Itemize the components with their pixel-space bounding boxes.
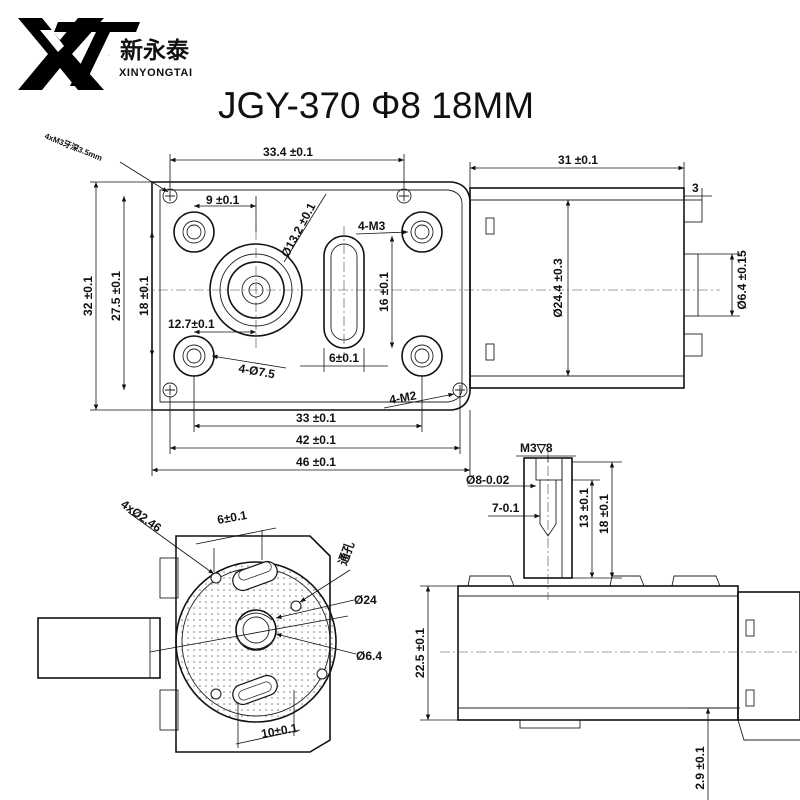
dim-slot-width: 6±0.1 <box>329 351 359 365</box>
dim-back-center-dia: Ø6.4 <box>356 649 382 663</box>
brand-name-cn: 新永泰 <box>120 37 190 63</box>
dim-back-slot-length: 10±0.1 <box>260 721 299 741</box>
dim-width-46: 46 ±0.1 <box>296 455 336 469</box>
front-view: 33.4 ±0.1 4xM3牙深3.5mm 9 ±0.1 Ø13.2 ±0.1 … <box>43 131 749 476</box>
dim-width-33: 33 ±0.1 <box>296 411 336 425</box>
brand-logo: XYT 新永泰 XINYONGTAI <box>18 18 193 90</box>
dim-hole-dia: 4-Ø7.5 <box>237 361 276 381</box>
dim-side-height: 22.5 ±0.1 <box>413 628 427 678</box>
dim-width-42: 42 ±0.1 <box>296 433 336 447</box>
dim-shaft-dia: Ø13.2 ±0.1 <box>278 200 318 259</box>
note-thread-depth: 4xM3牙深3.5mm <box>43 131 104 163</box>
dim-back-plate-dia: Ø24 <box>354 593 377 607</box>
dim-height-total: 32 ±0.1 <box>81 276 95 316</box>
logo-text: XYT <box>108 55 110 57</box>
dim-motor-dia: Ø24.4 ±0.3 <box>551 258 565 318</box>
dim-height-mid: 27.5 ±0.1 <box>109 271 123 321</box>
dim-top-width: 33.4 ±0.1 <box>263 145 313 159</box>
dim-flat-depth: 7-0.1 <box>492 501 520 515</box>
dim-shaft-18: 18 ±0.1 <box>597 494 611 534</box>
dim-boss-dia: Ø6.4 ±0.15 <box>735 250 749 310</box>
dim-back-slot-width: 6±0.1 <box>216 508 248 527</box>
dim-slot-length: 16 ±0.1 <box>377 272 391 312</box>
back-view: 4xØ2.46 6±0.1 通孔 Ø24 Ø6.4 10±0.1 <box>37 497 382 753</box>
dim-flat-width: Ø8-0.02 <box>466 473 510 487</box>
dim-height-inner: 18 ±0.1 <box>137 276 151 316</box>
side-view: M3▽8 Ø8-0.02 7-0.1 13 ±0.1 18 ±0.1 22.5 … <box>413 441 800 800</box>
brand-name-en: XINYONGTAI <box>119 67 193 79</box>
dim-back-holes: 4xØ2.46 <box>118 497 164 535</box>
dim-bottom-gap: 2.9 ±0.1 <box>693 746 707 790</box>
page-title: JGY-370 Φ8 18MM <box>218 85 534 126</box>
dim-hole-left-offset: 12.7±0.1 <box>168 317 215 331</box>
logo-mark: XYT <box>18 18 140 90</box>
dim-shaft-13: 13 ±0.1 <box>577 488 591 528</box>
dim-shaft-thread: M3▽8 <box>520 441 553 455</box>
label-4-m3: 4-M3 <box>358 219 386 233</box>
dim-hole-offset: 9 ±0.1 <box>206 193 240 207</box>
dim-motor-length: 31 ±0.1 <box>558 153 598 167</box>
label-4-m2: 4-M2 <box>388 388 418 407</box>
label-through-hole: 通孔 <box>335 539 357 567</box>
dim-terminal-3: 3 <box>692 181 699 195</box>
